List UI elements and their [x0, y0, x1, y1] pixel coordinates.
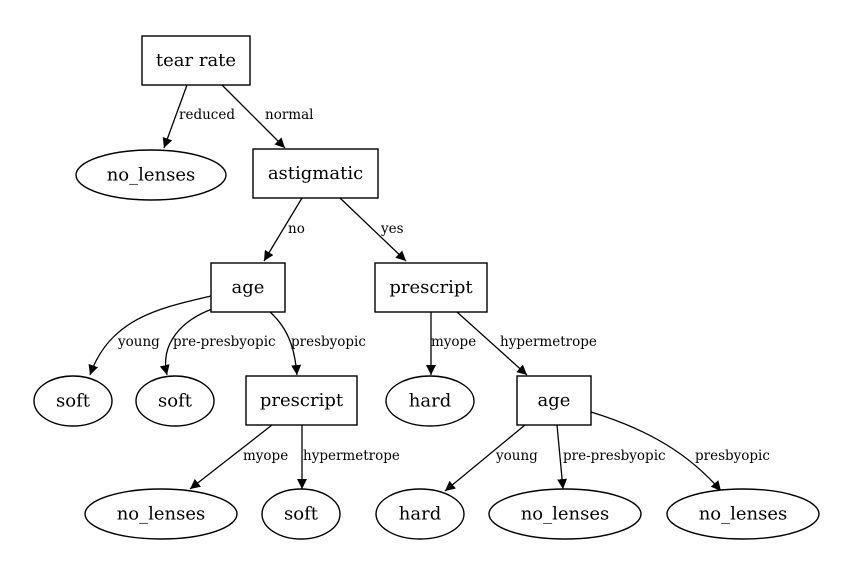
edge-label-myope-2: myope: [243, 448, 288, 464]
node-label-soft-1: soft: [56, 391, 91, 412]
edge-prescript-myope: myope: [426, 312, 476, 375]
node-soft-2: soft: [135, 375, 215, 427]
edge-label-normal: normal: [265, 107, 313, 123]
node-prescript-1: prescript: [374, 262, 488, 313]
edge-label-no: no: [288, 221, 305, 237]
node-hard-1: hard: [385, 375, 475, 427]
edge-prescript2-myope: myope: [189, 424, 288, 490]
node-label-prescript-2: prescript: [260, 390, 344, 411]
edge-label-young: young: [117, 334, 160, 350]
edge-label-myope: myope: [431, 334, 476, 350]
edge-astigmatic-yes: yes: [339, 197, 407, 262]
edge-label-reduced: reduced: [179, 107, 235, 123]
edge-tear-rate-normal: normal: [221, 84, 313, 149]
node-soft-1: soft: [33, 375, 113, 427]
edge-astigmatic-no: no: [263, 197, 305, 262]
node-label-age-1: age: [232, 277, 265, 298]
node-age-1: age: [210, 262, 286, 313]
node-label-astigmatic: astigmatic: [268, 163, 363, 184]
edge-label-yes: yes: [380, 221, 404, 237]
edge-age-presbyopic: presbyopic: [269, 311, 366, 376]
node-soft-3: soft: [261, 488, 341, 540]
edge-label-hypermetrope-2: hypermetrope: [303, 448, 400, 464]
edge-prescript2-hypermetrope: hypermetrope: [297, 425, 400, 489]
node-label-soft-2: soft: [158, 391, 193, 412]
edge-label-pre-presbyopic: pre-presbyopic: [173, 334, 276, 350]
node-tear-rate: tear rate: [141, 35, 251, 86]
edge-age2-pre-presbyopic: pre-presbyopic: [556, 424, 666, 490]
node-label-soft-3: soft: [284, 504, 319, 525]
edge-label-hypermetrope: hypermetrope: [500, 334, 597, 350]
node-astigmatic: astigmatic: [252, 148, 379, 199]
edge-age-pre-presbyopic: pre-presbyopic: [159, 307, 276, 376]
edge-prescript-hypermetrope: hypermetrope: [456, 311, 597, 376]
node-no-lenses-2: no_lenses: [84, 488, 238, 540]
edge-label-pre-presbyopic-2: pre-presbyopic: [563, 448, 666, 464]
edge-age-young: young: [88, 295, 212, 376]
node-label-no-lenses-2: no_lenses: [117, 504, 206, 525]
node-label-hard-1: hard: [409, 391, 451, 412]
node-age-2: age: [516, 375, 592, 426]
edge-tear-rate-reduced: reduced: [162, 84, 235, 149]
node-label-tear-rate: tear rate: [156, 50, 236, 71]
node-prescript-2: prescript: [245, 375, 358, 426]
edge-age2-presbyopic: presbyopic: [590, 411, 770, 492]
edge-label-presbyopic: presbyopic: [291, 334, 366, 350]
node-hard-2: hard: [375, 488, 465, 540]
edge-label-presbyopic-2: presbyopic: [695, 448, 770, 464]
node-label-hard-2: hard: [399, 504, 441, 525]
node-label-age-2: age: [538, 390, 571, 411]
edge-age2-young: young: [444, 424, 538, 492]
node-label-no-lenses-1: no_lenses: [107, 165, 196, 186]
node-no-lenses-3: no_lenses: [488, 488, 642, 540]
node-label-prescript-1: prescript: [389, 277, 473, 298]
node-no-lenses-4: no_lenses: [666, 488, 820, 540]
node-no-lenses-1: no_lenses: [75, 149, 227, 201]
node-label-no-lenses-4: no_lenses: [699, 504, 788, 525]
edge-label-young-2: young: [495, 448, 538, 464]
node-label-no-lenses-3: no_lenses: [521, 504, 610, 525]
